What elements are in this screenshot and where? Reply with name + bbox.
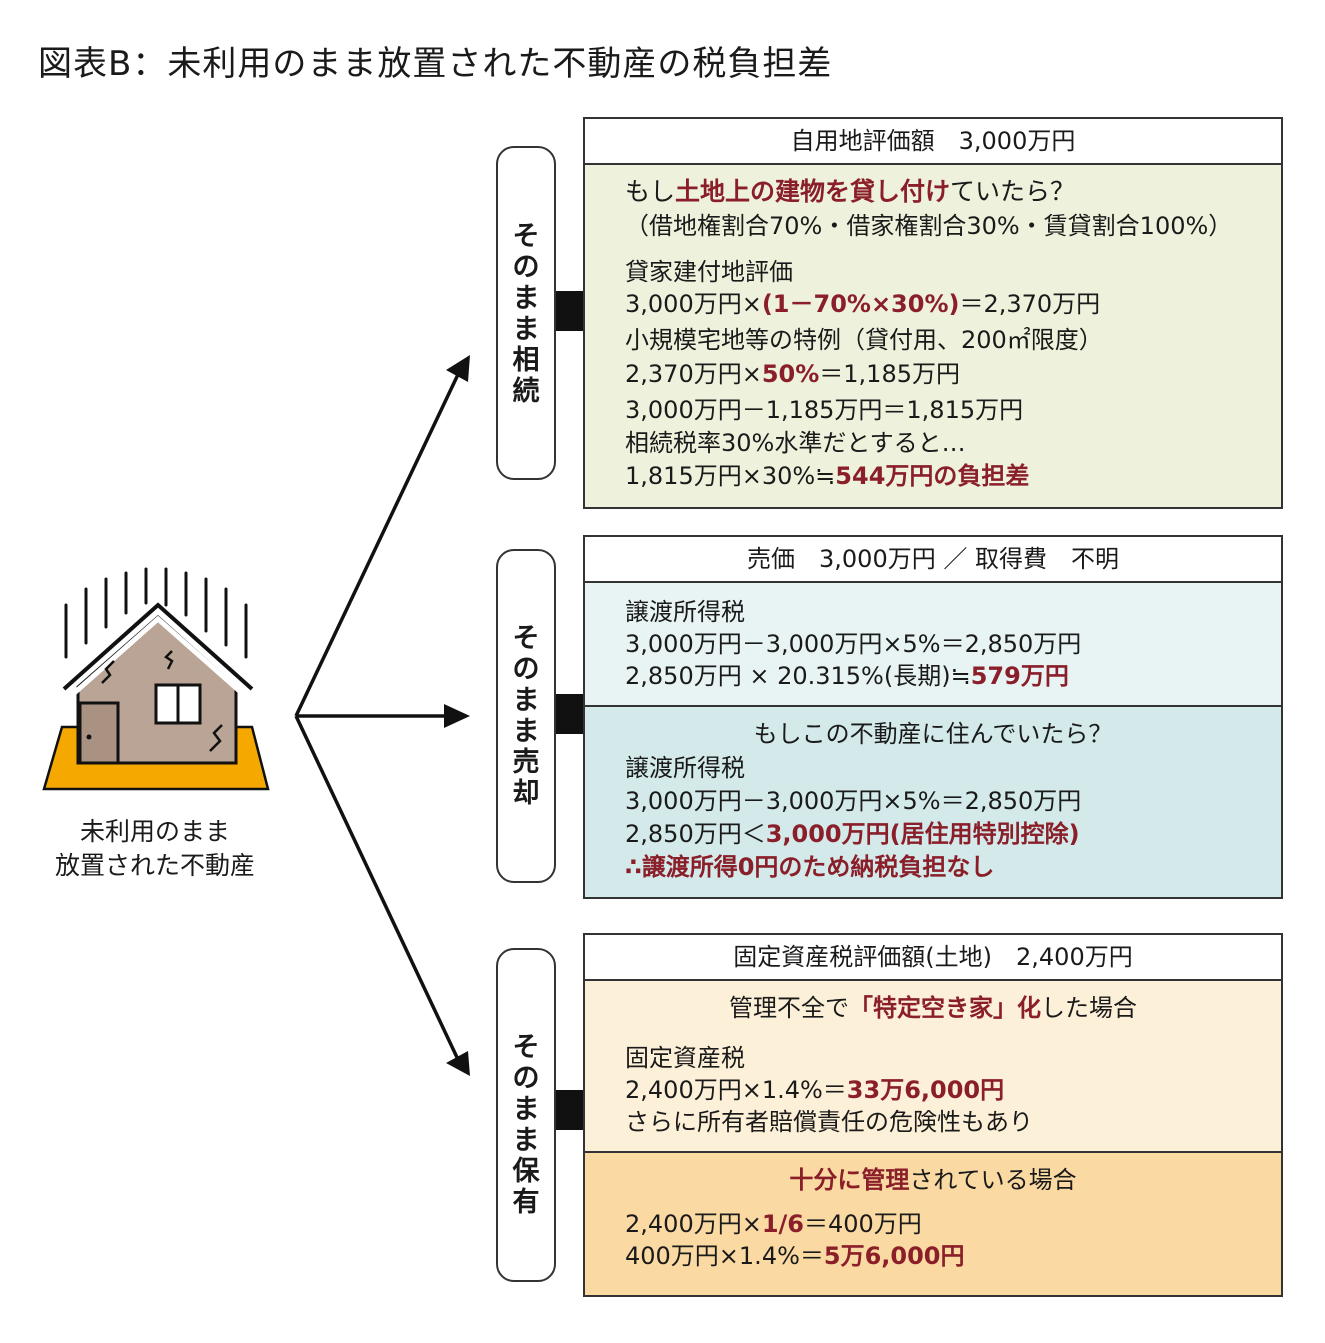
connector-hold (556, 1090, 584, 1130)
caption-line-1: 未利用のまま (79, 817, 230, 846)
branch-hold: そ の ま ま 保 有 (496, 948, 556, 1282)
card-sell: 売価 3,000万円 ／ 取得費 不明 譲渡所得税 3,000万円－3,000万… (583, 535, 1283, 899)
branch-char: ま (512, 283, 540, 314)
arrow-head-right (444, 704, 470, 728)
text-emphasis: 土地上の建物を貸し付け (675, 177, 951, 206)
branch-sell: そ の ま ま 売 却 (496, 549, 556, 883)
hold-b-line-1: 2,400万円×1/6＝400万円 (625, 1209, 922, 1239)
hold-a-line-1: 固定資産税 (625, 1044, 745, 1072)
hold-b-line-0: 十分に管理されている場合 (585, 1165, 1281, 1195)
card-hold-panel-b: 十分に管理されている場合 2,400万円×1/6＝400万円 400万円×1.4… (585, 1153, 1281, 1295)
text: 2,370万円× (625, 360, 762, 388)
text: ＝1,185万円 (819, 360, 960, 388)
branch-char: ま (512, 314, 540, 345)
arrow-icon (294, 715, 464, 1069)
sell-a-line-3: 2,850万円 × 20.315%(長期)≒579万円 (625, 661, 1069, 691)
branch-char: ま (512, 1125, 540, 1156)
inherit-line-3: 貸家建付地評価 (625, 258, 793, 286)
sell-b-line-2: 3,000万円－3,000万円×5%＝2,850万円 (625, 787, 1082, 815)
text-emphasis: (1－70%×30%) (761, 290, 960, 318)
sell-b-line-4: ∴譲渡所得0円のため納税負担なし (625, 853, 995, 881)
text-emphasis: 十分に管理 (789, 1166, 910, 1194)
connector-inherit (556, 291, 584, 331)
branch-char: ま (512, 685, 540, 716)
branch-char: そ (512, 1032, 540, 1063)
inherit-line-4: 3,000万円×(1－70%×30%)＝2,370万円 (625, 289, 1100, 319)
branch-char: 続 (512, 376, 540, 407)
branch-char: ま (512, 716, 540, 747)
text-emphasis: 579万円 (970, 662, 1069, 690)
text-emphasis: 544万円の負担差 (835, 462, 1030, 490)
card-sell-panel-b: もしこの不動産に住んでいたら？ 譲渡所得税 3,000万円－3,000万円×5%… (585, 707, 1281, 897)
branch-char: の (512, 1063, 540, 1094)
card-inherit-header: 自用地評価額 3,000万円 (585, 119, 1281, 165)
arrow-head-up (446, 355, 470, 382)
text: 2,850万円＜ (625, 820, 766, 848)
sell-b-line-1: 譲渡所得税 (625, 754, 745, 782)
inherit-line-8: 相続税率30%水準だとすると… (625, 429, 966, 457)
card-inherit: 自用地評価額 3,000万円 もし土地上の建物を貸し付けていたら？ （借地権割合… (583, 117, 1283, 509)
text: 400万円×1.4%＝ (625, 1242, 824, 1270)
text: されている場合 (909, 1166, 1077, 1194)
sell-a-line-2: 3,000万円－3,000万円×5%＝2,850万円 (625, 630, 1082, 658)
inherit-line-9: 1,815万円×30%≒544万円の負担差 (625, 461, 1029, 491)
caption-line-2: 放置された不動産 (54, 851, 255, 880)
branch-char: 有 (512, 1187, 540, 1218)
branch-char: 売 (512, 747, 540, 778)
branch-char: 却 (512, 778, 540, 809)
text-emphasis: 3,000万円(居住用特別控除) (765, 820, 1080, 848)
branch-char: ま (512, 1094, 540, 1125)
card-sell-header: 売価 3,000万円 ／ 取得費 不明 (585, 537, 1281, 583)
text-emphasis: 1/6 (761, 1210, 804, 1238)
text-emphasis: 5万6,000円 (823, 1242, 965, 1270)
inherit-line-6: 2,370万円×50%＝1,185万円 (625, 359, 960, 389)
text: 2,850万円 × 20.315%(長期)≒ (625, 662, 971, 690)
text: 管理不全で (729, 994, 849, 1022)
text: もし (625, 177, 676, 206)
text: ていたら？ (950, 177, 1076, 206)
branch-char: そ (512, 221, 540, 252)
branch-char: そ (512, 623, 540, 654)
card-hold-header: 固定資産税評価額(土地) 2,400万円 (585, 935, 1281, 981)
arrow-head-down (446, 1051, 470, 1076)
card-inherit-body: もし土地上の建物を貸し付けていたら？ （借地権割合70%・借家権割合30%・賃貸… (585, 165, 1281, 507)
hold-b-line-2: 400万円×1.4%＝5万6,000円 (625, 1241, 965, 1271)
text-emphasis: 50% (761, 360, 820, 388)
branch-inherit: そ の ま ま 相 続 (496, 146, 556, 480)
sell-b-line-3: 2,850万円＜3,000万円(居住用特別控除) (625, 819, 1080, 849)
card-hold: 固定資産税評価額(土地) 2,400万円 管理不全で「特定空き家」化した場合 固… (583, 933, 1283, 1297)
page-title: 図表B：未利用のまま放置された不動産の税負担差 (38, 44, 833, 84)
card-hold-panel-a: 管理不全で「特定空き家」化した場合 固定資産税 2,400万円×1.4%＝33万… (585, 981, 1281, 1153)
hold-a-line-0: 管理不全で「特定空き家」化した場合 (585, 993, 1281, 1023)
house-icon (42, 567, 270, 791)
branch-char: の (512, 252, 540, 283)
inherit-line-5: 小規模宅地等の特例（貸付用、200㎡限度） (625, 326, 1103, 354)
text: ＝400万円 (804, 1210, 922, 1238)
property-caption: 未利用のまま 放置された不動産 (30, 815, 280, 883)
branch-char: 保 (512, 1156, 540, 1187)
hold-a-line-2: 2,400万円×1.4%＝33万6,000円 (625, 1075, 1004, 1105)
text: ＝2,370万円 (959, 290, 1101, 318)
arrow-icon (294, 365, 464, 717)
hold-a-line-3: さらに所有者賠償責任の危険性もあり (625, 1108, 1033, 1136)
text-emphasis: 33万6,000円 (846, 1076, 1005, 1104)
text: 2,400万円× (625, 1210, 762, 1238)
text: 1,815万円×30%≒ (625, 462, 836, 490)
text: した場合 (1041, 994, 1137, 1022)
connector-sell (556, 694, 584, 734)
text: 3,000万円× (625, 290, 762, 318)
inherit-line-7: 3,000万円－1,185万円＝1,815万円 (625, 396, 1024, 424)
branch-char: 相 (512, 345, 540, 376)
sell-b-line-0: もしこの不動産に住んでいたら？ (753, 720, 1113, 748)
card-sell-panel-a: 譲渡所得税 3,000万円－3,000万円×5%＝2,850万円 2,850万円… (585, 583, 1281, 707)
text: 2,400万円×1.4%＝ (625, 1076, 847, 1104)
inherit-line-2: （借地権割合70%・借家権割合30%・賃貸割合100%） (625, 212, 1233, 240)
inherit-line-1: もし土地上の建物を貸し付けていたら？ (625, 177, 1075, 207)
branch-char: の (512, 654, 540, 685)
text-emphasis: 「特定空き家」化 (849, 994, 1041, 1022)
sell-a-line-1: 譲渡所得税 (625, 598, 745, 626)
